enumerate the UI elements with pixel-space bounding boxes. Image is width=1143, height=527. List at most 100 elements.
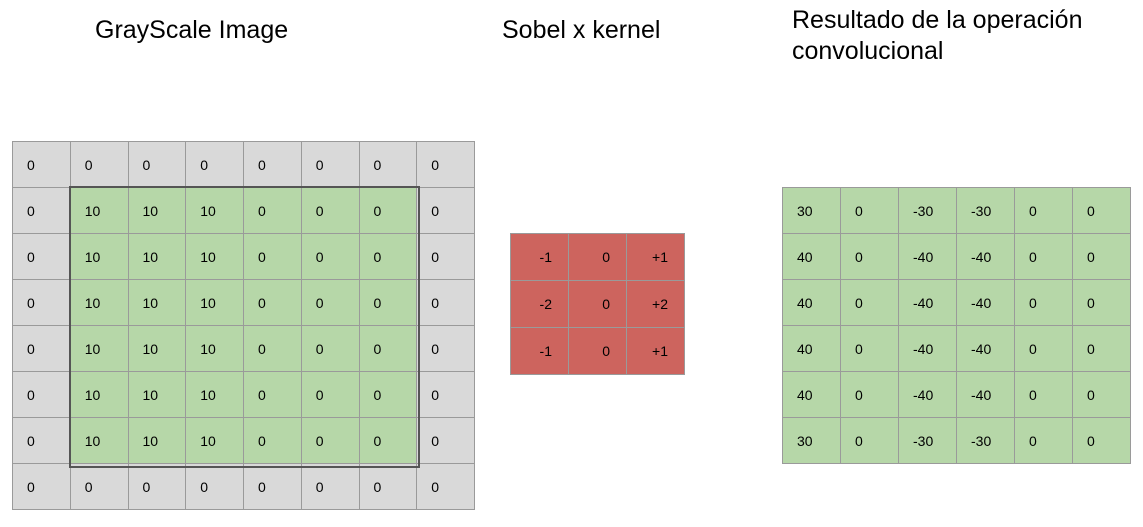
result-cell-r0-c4: 0	[1015, 188, 1073, 234]
grayscale-cell-r6-c3: 10	[186, 418, 244, 464]
result-cell-r5-c2: -30	[899, 418, 957, 464]
grayscale-cell-r3-c6: 0	[359, 280, 418, 326]
grayscale-cell-r0-c0: 0	[13, 142, 71, 188]
grayscale-cell-r1-c1: 10	[70, 188, 129, 234]
grayscale-cell-r2-c3: 10	[186, 234, 244, 280]
grayscale-cell-r7-c5: 0	[301, 464, 360, 510]
grayscale-cell-r2-c6: 0	[359, 234, 418, 280]
result-cell-r4-c3: -40	[957, 372, 1015, 418]
grayscale-cell-r2-c0: 0	[13, 234, 71, 280]
result-cell-r5-c1: 0	[841, 418, 899, 464]
grayscale-cell-r7-c3: 0	[186, 464, 244, 510]
grayscale-cell-r5-c4: 0	[244, 372, 302, 418]
grayscale-cell-r0-c2: 0	[128, 142, 187, 188]
grayscale-image-title: GrayScale Image	[95, 16, 289, 44]
result-cell-r1-c1: 0	[841, 234, 899, 280]
grayscale-cell-r6-c2: 10	[128, 418, 187, 464]
grayscale-cell-r6-c4: 0	[244, 418, 302, 464]
kernel-cell-r0-c2: +1	[627, 234, 685, 281]
kernel-cell-r2-c2: +1	[627, 328, 685, 375]
grayscale-cell-r2-c1: 10	[70, 234, 129, 280]
result-cell-r3-c0: 40	[783, 326, 841, 372]
grayscale-cell-r5-c7: 0	[417, 372, 475, 418]
kernel-cell-r0-c0: -1	[511, 234, 569, 281]
grayscale-cell-r3-c7: 0	[417, 280, 475, 326]
grayscale-cell-r1-c4: 0	[244, 188, 302, 234]
grayscale-cell-r7-c0: 0	[13, 464, 71, 510]
grayscale-cell-r4-c2: 10	[128, 326, 187, 372]
kernel-cell-r1-c2: +2	[627, 281, 685, 328]
grayscale-cell-r4-c3: 10	[186, 326, 244, 372]
convolution-result-title: Resultado de la operación convolucional	[792, 6, 1083, 65]
grayscale-cell-r6-c5: 0	[301, 418, 360, 464]
kernel-cell-r2-c0: -1	[511, 328, 569, 375]
grayscale-cell-r3-c5: 0	[301, 280, 360, 326]
result-cell-r4-c1: 0	[841, 372, 899, 418]
grayscale-cell-r6-c0: 0	[13, 418, 71, 464]
kernel-cell-r1-c1: 0	[569, 281, 627, 328]
result-cell-r5-c5: 0	[1073, 418, 1131, 464]
kernel-cell-r0-c1: 0	[569, 234, 627, 281]
grayscale-cell-r0-c7: 0	[417, 142, 475, 188]
kernel-cell-r2-c1: 0	[569, 328, 627, 375]
result-cell-r5-c4: 0	[1015, 418, 1073, 464]
result-cell-r2-c4: 0	[1015, 280, 1073, 326]
grayscale-cell-r2-c2: 10	[128, 234, 187, 280]
result-cell-r0-c2: -30	[899, 188, 957, 234]
grayscale-cell-r4-c5: 0	[301, 326, 360, 372]
grayscale-cell-r7-c4: 0	[244, 464, 302, 510]
result-cell-r1-c4: 0	[1015, 234, 1073, 280]
result-cell-r0-c0: 30	[783, 188, 841, 234]
grayscale-cell-r4-c4: 0	[244, 326, 302, 372]
sobel-kernel-title: Sobel x kernel	[502, 16, 661, 44]
result-cell-r5-c0: 30	[783, 418, 841, 464]
grayscale-cell-r3-c4: 0	[244, 280, 302, 326]
grayscale-cell-r4-c7: 0	[417, 326, 475, 372]
result-cell-r5-c3: -30	[957, 418, 1015, 464]
result-cell-r2-c1: 0	[841, 280, 899, 326]
grayscale-cell-r7-c6: 0	[359, 464, 418, 510]
result-cell-r1-c0: 40	[783, 234, 841, 280]
grayscale-cell-r4-c1: 10	[70, 326, 129, 372]
result-cell-r1-c3: -40	[957, 234, 1015, 280]
grayscale-cell-r1-c6: 0	[359, 188, 418, 234]
grayscale-cell-r0-c6: 0	[359, 142, 418, 188]
grayscale-cell-r6-c1: 10	[70, 418, 129, 464]
grayscale-cell-r1-c5: 0	[301, 188, 360, 234]
result-cell-r2-c0: 40	[783, 280, 841, 326]
grayscale-cell-r6-c7: 0	[417, 418, 475, 464]
grayscale-cell-r7-c1: 0	[70, 464, 129, 510]
result-cell-r1-c5: 0	[1073, 234, 1131, 280]
grayscale-cell-r2-c4: 0	[244, 234, 302, 280]
grayscale-cell-r2-c7: 0	[417, 234, 475, 280]
result-cell-r3-c2: -40	[899, 326, 957, 372]
grayscale-cell-r4-c6: 0	[359, 326, 418, 372]
result-cell-r2-c5: 0	[1073, 280, 1131, 326]
grayscale-cell-r5-c1: 10	[70, 372, 129, 418]
grayscale-cell-r5-c5: 0	[301, 372, 360, 418]
result-cell-r2-c2: -40	[899, 280, 957, 326]
grayscale-cell-r1-c3: 10	[186, 188, 244, 234]
grayscale-cell-r1-c2: 10	[128, 188, 187, 234]
grayscale-cell-r7-c2: 0	[128, 464, 187, 510]
result-cell-r4-c2: -40	[899, 372, 957, 418]
result-cell-r3-c4: 0	[1015, 326, 1073, 372]
grayscale-cell-r0-c5: 0	[301, 142, 360, 188]
grayscale-cell-r5-c2: 10	[128, 372, 187, 418]
kernel-cell-r1-c0: -2	[511, 281, 569, 328]
result-cell-r4-c0: 40	[783, 372, 841, 418]
grayscale-cell-r2-c5: 0	[301, 234, 360, 280]
result-cell-r0-c1: 0	[841, 188, 899, 234]
result-cell-r1-c2: -40	[899, 234, 957, 280]
result-cell-r0-c3: -30	[957, 188, 1015, 234]
grayscale-cell-r5-c0: 0	[13, 372, 71, 418]
grayscale-cell-r0-c4: 0	[244, 142, 302, 188]
result-cell-r2-c3: -40	[957, 280, 1015, 326]
grayscale-cell-r3-c0: 0	[13, 280, 71, 326]
result-cell-r4-c4: 0	[1015, 372, 1073, 418]
grayscale-cell-r7-c7: 0	[417, 464, 475, 510]
result-cell-r4-c5: 0	[1073, 372, 1131, 418]
